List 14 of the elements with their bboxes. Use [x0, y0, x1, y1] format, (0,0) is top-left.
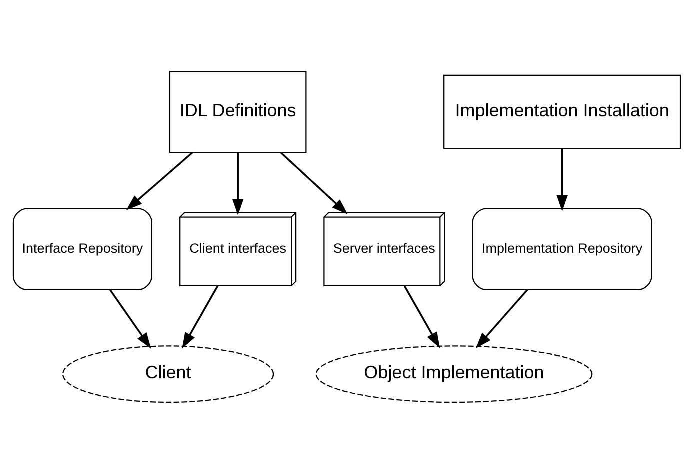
arrow	[182, 286, 219, 349]
arrow	[404, 286, 440, 348]
node-ellipse: Client	[62, 346, 274, 404]
node-ellipse: Object Implementation	[316, 346, 593, 404]
arrow	[110, 290, 152, 349]
node-box: IDL Definitions	[169, 70, 307, 154]
arrow	[556, 148, 568, 212]
arrow	[126, 152, 194, 210]
node-box: Implementation Installation	[444, 74, 682, 150]
arrow	[476, 289, 528, 349]
arrow	[280, 152, 348, 215]
node-box: Interface Repository	[12, 208, 153, 290]
node-box: Implementation Repository	[472, 208, 652, 290]
arrow	[232, 152, 244, 216]
